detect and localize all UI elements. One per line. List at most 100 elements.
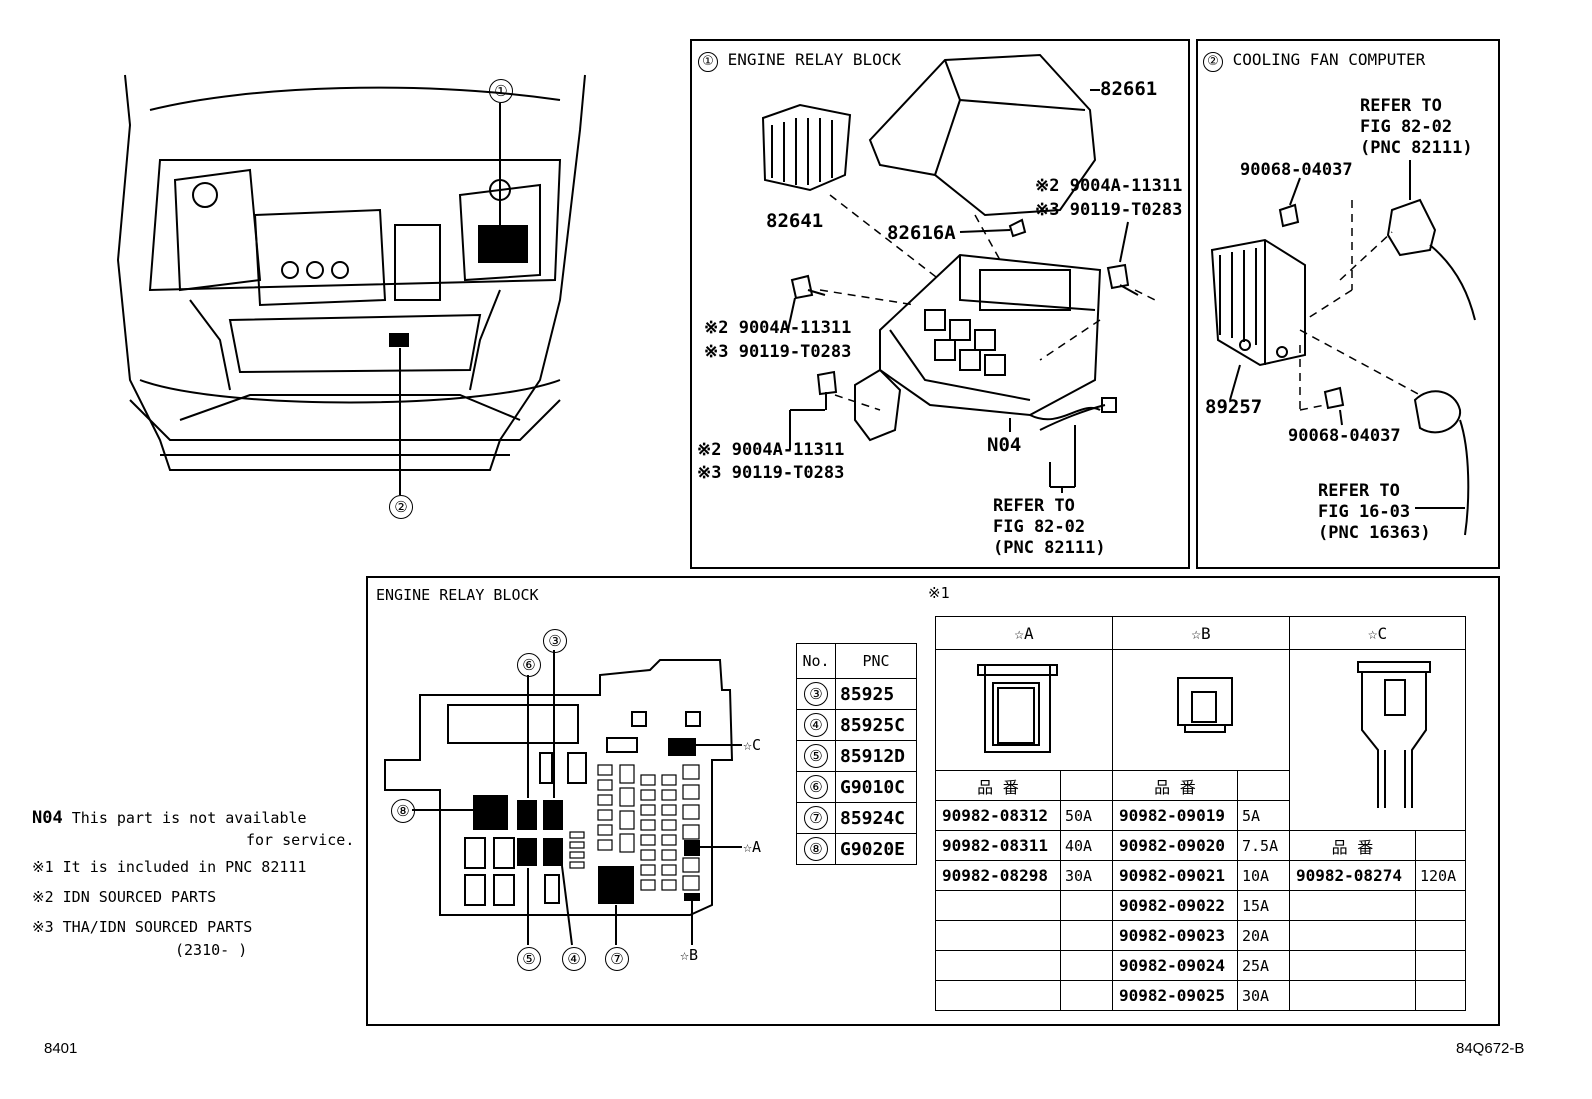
callout-2-vehicle: ② [389, 495, 413, 519]
note-n04-text2: for service. [246, 831, 355, 849]
panel-cooling-fan-frame [1196, 39, 1500, 569]
callout-1-vehicle: ① [489, 79, 513, 103]
fuse-c-amp: 120A [1415, 860, 1466, 891]
fuse-a-part: 90982-08311 [935, 830, 1061, 861]
panel-relay-layout-frame [366, 576, 1500, 1026]
star-a-label: ☆A [743, 838, 762, 856]
note-n04-text1: This part is not available [71, 809, 307, 827]
bolt-left-line1: ※2 9004A-11311 [704, 318, 852, 338]
panel-engine-relay-block-frame [690, 39, 1190, 569]
star-c-label: ☆C [743, 736, 762, 754]
fuse-a-amp: 30A [1060, 860, 1113, 891]
fuse-a-amp: 40A [1060, 830, 1113, 861]
pnc-row-no: ④ [804, 713, 828, 737]
panel2-bolt-bottom-label: 90068-04037 [1288, 426, 1401, 446]
pnc-row-no: ③ [804, 682, 828, 706]
fuse-b-amp: 30A [1237, 980, 1290, 1011]
panel2-bolt-top-label: 90068-04037 [1240, 160, 1353, 180]
vehicle-engine-bay-illustration [116, 74, 586, 471]
callout-4-layout: ④ [562, 947, 586, 971]
relay-7-block [598, 866, 634, 904]
fuse-c-part: 90982-08274 [1289, 860, 1416, 891]
part-n04-label: N04 [987, 434, 1022, 456]
fuse-b-part: 90982-09021 [1112, 860, 1238, 891]
footer-left-code: 8401 [44, 1040, 78, 1057]
fuse-group-a: ☆A [935, 616, 1113, 650]
relay-panel-title: ENGINE RELAY BLOCK [376, 586, 539, 604]
fuse-b-part: 90982-09022 [1112, 890, 1238, 921]
fuse-a-amp: 50A [1060, 800, 1113, 831]
callout-5-layout: ⑤ [517, 947, 541, 971]
relay-4-block [543, 838, 563, 866]
panel1-title: ENGINE RELAY BLOCK [727, 50, 902, 69]
fuse-b-part: 90982-09024 [1112, 950, 1238, 981]
fuse-group-c: ☆C [1289, 616, 1466, 650]
part-82661-label: 82661 [1100, 78, 1158, 100]
part-82641-label: 82641 [766, 210, 824, 232]
panel2-refer-bottom-line2: FIG 16-03 [1318, 502, 1411, 522]
panel2-header: ② COOLING FAN COMPUTER [1203, 50, 1425, 72]
table-row: ⑧ G9020E [796, 833, 917, 865]
part-82616a-label: 82616A [887, 222, 956, 244]
fuse-b-part: 90982-09020 [1112, 830, 1238, 861]
callout-7-layout: ⑦ [605, 947, 629, 971]
part-89257-label: 89257 [1205, 396, 1263, 418]
panel1-header: ① ENGINE RELAY BLOCK [698, 50, 901, 72]
bolt-top-line2: ※3 90119-T0283 [1035, 200, 1183, 220]
table-row: ③ 85925 [796, 678, 917, 710]
pnc-row-no: ⑧ [804, 837, 828, 861]
panel1-refer-line2: FIG 82-02 [993, 517, 1086, 537]
relay-6-block [517, 800, 537, 830]
fuse-b-amp: 10A [1237, 860, 1290, 891]
bolt-top-line1: ※2 9004A-11311 [1035, 176, 1183, 196]
pnc-row-value: 85912D [835, 740, 917, 772]
note-1: ※1 It is included in PNC 82111 [32, 858, 307, 876]
panel2-refer-top-line1: REFER TO [1360, 96, 1442, 116]
fuse-group-b: ☆B [1112, 616, 1290, 650]
note-n04: N04 This part is not available [32, 808, 307, 828]
fuse-b-amp: 25A [1237, 950, 1290, 981]
panel2-refer-top-line2: FIG 82-02 [1360, 117, 1453, 137]
fuse-b-amp: 5A [1237, 800, 1290, 831]
callout-1-panel: ① [698, 52, 718, 72]
fuse-b-part: 90982-09023 [1112, 920, 1238, 951]
fuse-b-amp: 7.5A [1237, 830, 1290, 861]
fuse-c-image-cell [1289, 649, 1466, 831]
fuse-b-image-cell [1112, 649, 1290, 771]
fuse-b-block [684, 893, 700, 901]
pnc-row-value: 85924C [835, 802, 917, 834]
panel2-refer-top-line3: (PNC 82111) [1360, 138, 1473, 158]
fuse-a-part-header: 品 番 [935, 770, 1061, 801]
location-mark-fan-computer [389, 333, 409, 347]
fuse-b-amp: 15A [1237, 890, 1290, 921]
note-n04-code: N04 [32, 808, 63, 828]
note-2: ※2 IDN SOURCED PARTS [32, 888, 217, 906]
panel2-title: COOLING FAN COMPUTER [1232, 50, 1426, 69]
fuse-a-image-cell [935, 649, 1113, 771]
fuse-b-part: 90982-09025 [1112, 980, 1238, 1011]
pnc-row-value: 85925 [835, 678, 917, 710]
callout-3-layout: ③ [543, 629, 567, 653]
pnc-header-no: No. [796, 643, 836, 679]
pnc-row-value: G9010C [835, 771, 917, 803]
relay-8-block [473, 795, 508, 830]
star-b-label: ☆B [680, 946, 699, 964]
fuse-a-block [684, 840, 700, 856]
panel1-refer-line3: (PNC 82111) [993, 538, 1106, 558]
callout-2-panel: ② [1203, 52, 1223, 72]
footer-right-code: 84Q672-B [1456, 1040, 1525, 1057]
bolt-left-line2: ※3 90119-T0283 [704, 342, 852, 362]
note-3-date: (2310- ) [175, 941, 248, 959]
panel2-refer-bottom-line3: (PNC 16363) [1318, 523, 1431, 543]
pnc-row-value: G9020E [835, 833, 917, 865]
bolt-low-line1: ※2 9004A-11311 [697, 440, 845, 460]
fuse-c-part-header: 品 番 [1289, 830, 1416, 861]
bolt-low-line2: ※3 90119-T0283 [697, 463, 845, 483]
panel2-refer-bottom-line1: REFER TO [1318, 481, 1400, 501]
note-3: ※3 THA/IDN SOURCED PARTS [32, 918, 253, 936]
panel1-refer-line1: REFER TO [993, 496, 1075, 516]
pnc-row-no: ⑤ [804, 744, 828, 768]
